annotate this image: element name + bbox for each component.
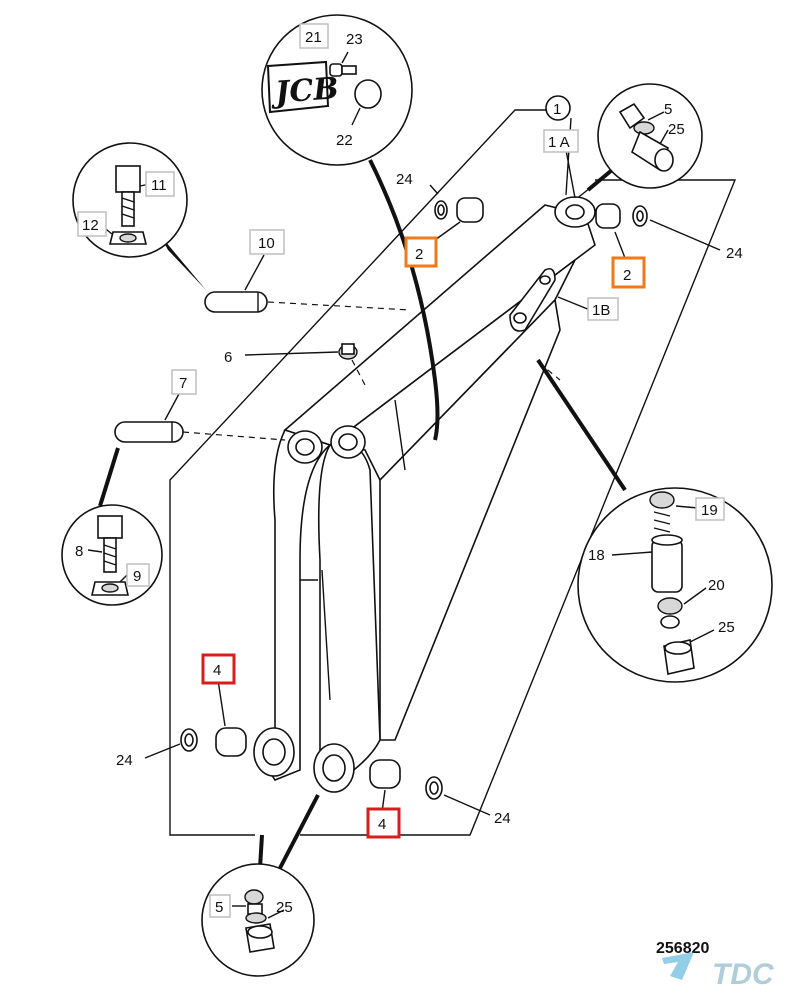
label-4-left: 4: [213, 662, 221, 679]
label-24-top-left: 24: [396, 171, 413, 188]
label-5-top: 5: [664, 101, 672, 118]
label-1-circle: [545, 95, 571, 121]
pin-7: [114, 421, 286, 443]
detail-circle-cylinder: [577, 487, 773, 683]
label-22: 22: [336, 132, 353, 149]
tdc-logo-icon: [662, 952, 694, 980]
label-11: 11: [151, 177, 167, 194]
label-8: 8: [75, 543, 83, 560]
bush-2-left: [434, 197, 484, 223]
label-25-bottom: 25: [276, 899, 293, 916]
label-4-right: 4: [378, 816, 386, 833]
label-1a: 1 A: [548, 134, 570, 151]
label-24-bottom-right: 24: [494, 810, 511, 827]
label-7: 7: [179, 375, 187, 392]
highlight-2-left: [404, 236, 438, 268]
label-9: 9: [133, 568, 141, 585]
label-20: 20: [708, 577, 725, 594]
bush-4-left: [180, 727, 247, 757]
label-21: 21: [305, 29, 322, 46]
jcb-logo: JCB: [269, 71, 340, 111]
label-5-bottom: 5: [215, 899, 223, 916]
highlight-4-left: [201, 653, 236, 685]
label-6: 6: [224, 349, 232, 366]
boom-arm: [253, 196, 596, 793]
label-24-top-right: 24: [726, 245, 743, 262]
label-10: 10: [258, 235, 275, 252]
label-25-cylinder: 25: [718, 619, 735, 636]
detail-circle-bolt-top: [72, 142, 188, 258]
pin-10: [204, 291, 411, 313]
detail-circle-decal: JCB: [261, 14, 413, 166]
callout-connectors: [98, 159, 627, 869]
label-2-left: 2: [415, 246, 423, 263]
label-1b: 1B: [592, 302, 610, 319]
label-2-right: 2: [623, 267, 631, 284]
highlight-2-right: [611, 256, 646, 289]
label-1: 1: [553, 101, 561, 118]
drawing-number: 256820: [656, 940, 709, 957]
watermark-text: TDC: [712, 958, 775, 991]
bush-2-right: [595, 203, 648, 229]
label-18: 18: [588, 547, 605, 564]
label-24-bottom-left: 24: [116, 752, 133, 769]
callout-labels: 1 1 A 1B 2 2 4 4 5 5 6 7 8 9 10 11: [75, 23, 743, 918]
bush-4-right: [369, 759, 443, 800]
detail-circle-fitting-top: [597, 83, 703, 189]
label-19: 19: [701, 502, 718, 519]
label-12: 12: [82, 217, 99, 234]
detail-circle-fitting-bottom: [201, 863, 315, 977]
grease-nipple-6: [338, 343, 366, 386]
highlight-4-right: [366, 807, 401, 839]
label-25-top: 25: [668, 121, 685, 138]
label-23: 23: [346, 31, 363, 48]
tdc-watermark: TDC: [662, 952, 775, 991]
